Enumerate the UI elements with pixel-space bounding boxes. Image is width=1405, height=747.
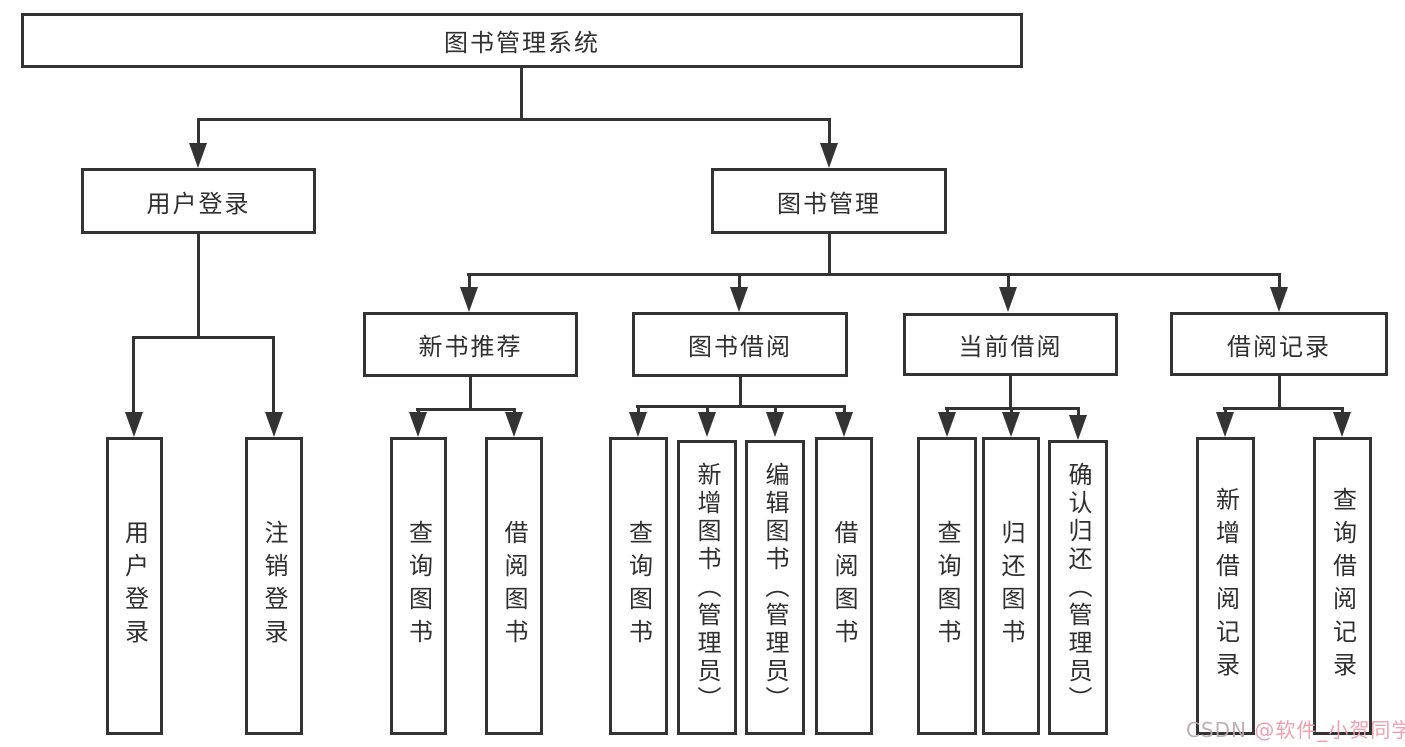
arrowhead-to-nb-query [409,412,427,437]
node-cb-confirm: 确认归还（管理员） [1048,440,1108,735]
edge-to-bb-add-stem [706,405,709,417]
node-ul-user-login-label: 用户登录 [120,520,149,652]
node-ul-logout: 注销登录 [245,437,303,735]
arrowhead-to-br-query [1333,412,1351,437]
edge-to-book-borrow-stem [738,273,741,291]
node-book-borrow: 图书借阅 [632,312,848,377]
node-current-borrow-label: 当前借阅 [958,333,1063,361]
node-bb-borrow-label: 借阅图书 [830,520,858,652]
node-br-query-label: 查询借阅记录 [1328,487,1357,685]
node-ul-user-login: 用户登录 [106,437,163,735]
node-book-mgmt: 图书管理 [711,168,947,234]
edge-to-ul-logout-stem [272,336,275,416]
node-cb-query: 查询图书 [917,437,977,735]
watermark: CSDN @软件_小贺同学 [1186,714,1405,743]
node-cb-query-label: 查询图书 [933,520,961,652]
arrowhead-to-bb-query [629,412,647,437]
node-cb-return: 归还图书 [982,437,1040,735]
edge-to-bb-borrow-stem [843,405,846,417]
edge-user-login-rail [132,336,275,339]
node-br-add-label: 新增借阅记录 [1211,487,1240,685]
node-nb-borrow: 借阅图书 [485,437,543,735]
edge-borrow-records-stem [1278,376,1281,410]
node-nb-borrow-label: 借阅图书 [500,520,528,652]
node-root: 图书管理系统 [21,13,1023,68]
arrowhead-to-nb-borrow [505,412,523,437]
arrowhead-to-cb-return [1002,412,1020,437]
node-cb-confirm-label: 确认归还（管理员） [1064,461,1092,714]
node-bb-query: 查询图书 [609,437,668,735]
edge-to-ul-user-login-stem [132,336,135,416]
node-current-borrow: 当前借阅 [903,313,1118,376]
edge-user-login-stem [197,234,200,339]
arrowhead-to-bb-add [698,412,716,437]
node-nb-query: 查询图书 [390,437,447,735]
node-bb-borrow: 借阅图书 [815,437,873,735]
node-bb-add-label: 新增图书（管理员） [693,461,721,714]
edge-book-borrow-rail [636,405,846,408]
arrowhead-to-book-mgmt [820,143,838,168]
edge-book-mgmt-rail [467,273,1281,276]
arrowhead-to-bb-borrow [835,412,853,437]
edge-root-rail [197,118,831,121]
edge-current-borrow-stem [1009,376,1012,410]
edge-to-bb-edit-stem [774,405,777,417]
node-nb-query-label: 查询图书 [404,520,433,652]
edge-new-book-rec-rail [416,408,516,411]
arrowhead-to-borrow-records [1270,287,1288,312]
edge-book-mgmt-stem [828,234,831,276]
node-new-book-rec-label: 新书推荐 [418,333,523,361]
node-new-book-rec: 新书推荐 [363,312,578,377]
node-br-query: 查询借阅记录 [1313,437,1372,735]
arrowhead-to-current-borrow [999,287,1017,312]
node-book-mgmt-label: 图书管理 [777,189,881,218]
edge-book-borrow-stem [739,377,742,408]
arrowhead-to-new-book-rec [460,287,478,312]
node-user-login: 用户登录 [81,168,316,234]
arrowhead-to-book-borrow [730,287,748,312]
edge-to-borrow-records-stem [1278,273,1281,291]
edge-to-current-borrow-stem [1007,273,1010,291]
node-cb-return-label: 归还图书 [997,520,1025,652]
node-ul-logout-label: 注销登录 [260,520,288,652]
node-book-borrow-label: 图书借阅 [688,333,792,361]
arrowhead-to-ul-user-login [125,412,143,437]
node-bb-edit: 编辑图书（管理员） [745,440,805,735]
arrowhead-to-cb-confirm [1069,415,1087,440]
node-borrow-records: 借阅记录 [1170,312,1388,376]
arrowhead-to-bb-edit [766,412,784,437]
node-root-label: 图书管理系统 [444,29,600,57]
edge-new-book-rec-stem [469,377,472,411]
edge-root-stem [520,68,523,121]
node-bb-query-label: 查询图书 [624,520,653,652]
edge-to-book-mgmt-stem [828,118,831,150]
edge-to-bb-query-stem [637,405,640,417]
edge-borrow-records-rail [1223,407,1344,410]
node-bb-edit-label: 编辑图书（管理员） [761,461,789,714]
edge-to-user-login-stem [197,118,200,150]
watermark-author-handle: @软件_小贺同学 [1254,718,1405,742]
arrowhead-to-br-add [1216,412,1234,437]
edge-to-new-book-rec-stem [468,273,471,291]
node-user-login-label: 用户登录 [146,189,251,218]
arrowhead-to-cb-query [938,412,956,437]
node-borrow-records-label: 借阅记录 [1227,332,1331,361]
edge-to-cb-confirm-stem [1077,407,1080,419]
arrowhead-to-ul-logout [265,412,283,437]
node-br-add: 新增借阅记录 [1196,437,1255,735]
arrowhead-to-user-login [189,143,207,168]
watermark-csdn-text: CSDN [1186,718,1255,742]
node-bb-add: 新增图书（管理员） [677,440,737,735]
